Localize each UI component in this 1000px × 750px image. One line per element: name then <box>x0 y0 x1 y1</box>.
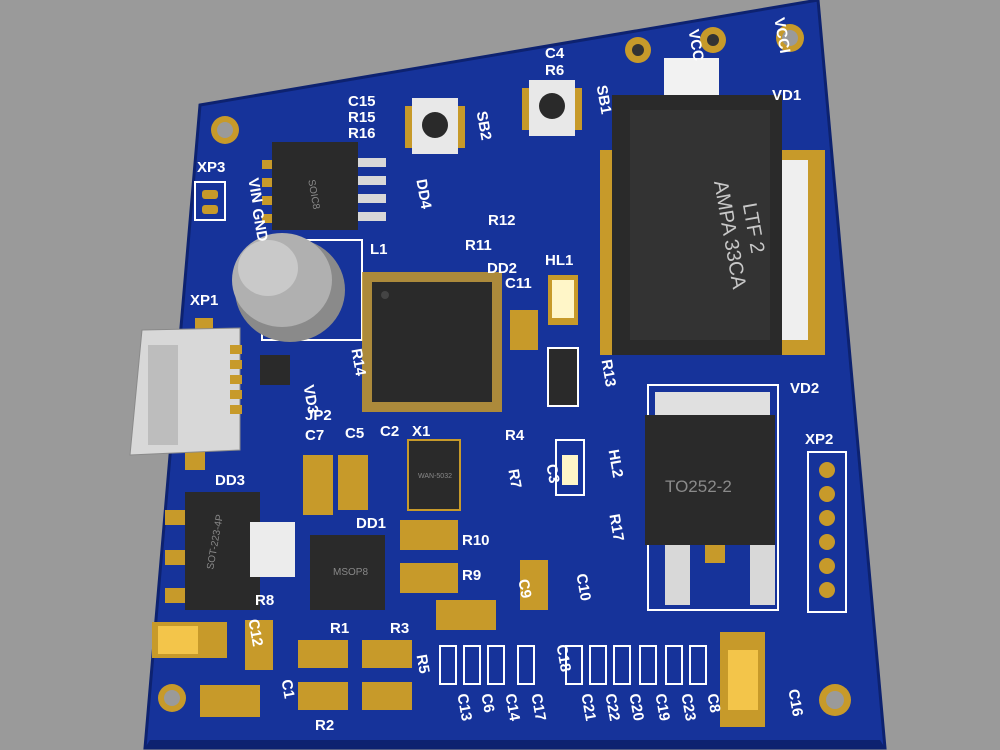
label-c13: C13 <box>453 692 475 722</box>
vd3-chip <box>260 355 290 385</box>
x1-package-mark: WAN-5032 <box>418 473 452 480</box>
dd1-package-mark: MSOP8 <box>333 567 368 578</box>
label-dd1: DD1 <box>356 515 386 532</box>
label-xp1: XP1 <box>190 292 218 309</box>
passive-bodies <box>158 626 758 710</box>
label-c12: C12 <box>244 618 266 648</box>
vd1-diode <box>600 95 825 355</box>
label-c7: C7 <box>305 427 324 444</box>
dd3-regulator <box>165 492 295 610</box>
label-c11: C11 <box>505 275 532 292</box>
label-vcc: VCC <box>685 28 707 62</box>
label-sb2: SB2 <box>473 110 495 142</box>
xp2-header <box>807 451 847 613</box>
label-c17: C17 <box>527 692 549 722</box>
label-vd2: VD2 <box>790 380 819 397</box>
mounting-holes <box>158 24 851 716</box>
vcc-pins <box>625 27 726 98</box>
sb2-button <box>405 98 465 154</box>
label-c16: C16 <box>784 688 806 718</box>
hl2-led <box>555 439 585 496</box>
label-c9: C9 <box>514 578 534 600</box>
label-c21: C21 <box>577 692 599 722</box>
label-l1: L1 <box>370 241 388 258</box>
label-r4: R4 <box>505 427 525 444</box>
label-c4: C4 <box>545 45 565 62</box>
r13-resistor <box>547 347 579 407</box>
label-r16: R16 <box>348 125 376 142</box>
label-c15: C15 <box>348 93 376 110</box>
label-c6: C6 <box>477 692 497 714</box>
label-sb1: SB1 <box>593 84 615 116</box>
dd4-package-mark: SOIC8 <box>305 179 321 211</box>
label-gnd: GND <box>248 207 271 243</box>
label-c22: C22 <box>601 692 623 722</box>
label-r10: R10 <box>462 532 490 549</box>
xp1-usb-connector <box>129 318 242 470</box>
x1-crystal <box>407 439 461 511</box>
label-r3: R3 <box>390 620 409 637</box>
label-r6: R6 <box>545 62 564 79</box>
label-r2: R2 <box>315 717 334 734</box>
label-r17: R17 <box>605 513 627 543</box>
label-r14: R14 <box>347 347 369 378</box>
label-hl2: HL2 <box>605 448 627 479</box>
dd2-microcontroller <box>362 272 502 412</box>
pcb-board-edge <box>145 740 885 748</box>
label-c23: C23 <box>677 692 699 722</box>
label-c19: C19 <box>651 692 673 722</box>
xp3-connector <box>194 181 226 221</box>
label-c18: C18 <box>553 643 575 673</box>
label-c5: C5 <box>345 425 364 442</box>
label-c2: C2 <box>380 423 399 440</box>
label-dd3: DD3 <box>215 472 245 489</box>
label-xp2: XP2 <box>805 431 833 448</box>
c11-capacitor <box>510 310 538 350</box>
label-vin: VIN <box>244 177 265 205</box>
label-c14: C14 <box>501 692 523 723</box>
label-r11: R11 <box>465 237 492 254</box>
label-r15: R15 <box>348 109 376 126</box>
label-c3: C3 <box>542 463 562 485</box>
label-r7: R7 <box>504 468 524 490</box>
vd2-regulator <box>645 384 779 611</box>
label-c10: C10 <box>572 572 594 602</box>
dd4-chip <box>262 142 386 230</box>
label-jp2: JP2 <box>305 407 332 424</box>
label-c20: C20 <box>625 692 647 722</box>
label-hl1: HL1 <box>545 252 573 269</box>
label-xp3: XP3 <box>197 159 225 176</box>
label-c1: C1 <box>278 678 298 700</box>
label-r13: R13 <box>598 358 620 388</box>
label-r1: R1 <box>330 620 349 637</box>
label-x1: X1 <box>412 423 430 440</box>
label-r9: R9 <box>462 567 481 584</box>
dd1-chip <box>310 535 385 610</box>
label-r5: R5 <box>413 653 433 675</box>
label-r12: R12 <box>488 212 516 229</box>
label-r8: R8 <box>255 592 274 609</box>
label-vcci: VCCI <box>770 16 793 54</box>
label-vd3: VD3 <box>300 384 322 416</box>
l1-inductor <box>232 233 363 342</box>
hl1-led <box>548 275 578 325</box>
sb1-button <box>522 80 582 136</box>
label-dd2: DD2 <box>487 260 517 277</box>
vd2-package-mark: TO252-2 <box>665 477 732 496</box>
label-c8: C8 <box>703 692 723 714</box>
label-dd4: DD4 <box>412 178 434 211</box>
label-vd1: VD1 <box>772 87 801 104</box>
